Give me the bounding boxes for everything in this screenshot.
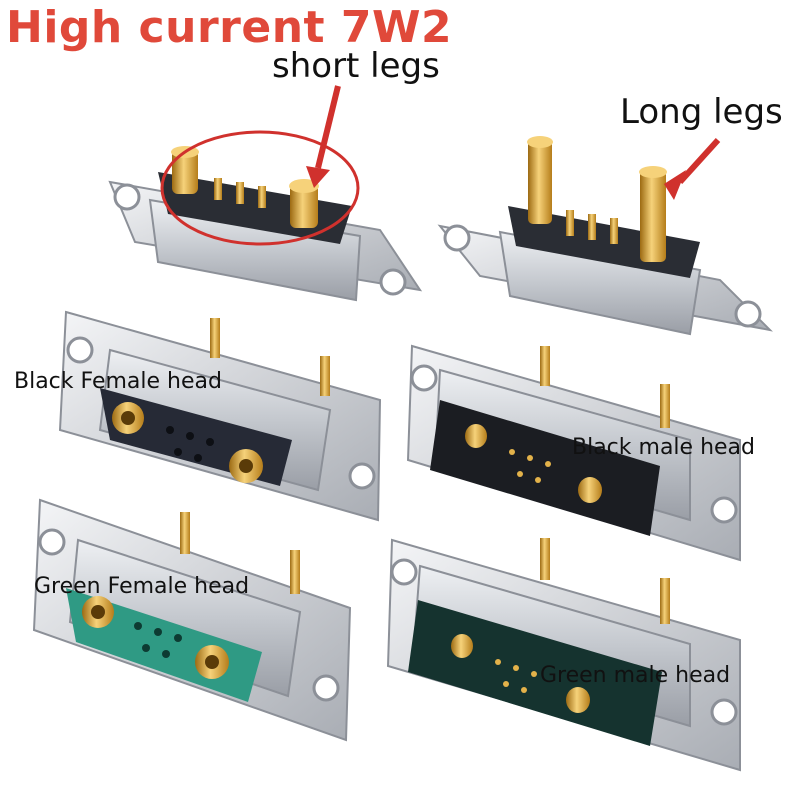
long-legs-label: Long legs: [620, 92, 783, 132]
short-legs-callout-circle: [160, 130, 360, 246]
black-male-label: Black male head: [572, 435, 755, 460]
connector-black-male: [406, 344, 741, 562]
connector-long-legs: [437, 136, 773, 336]
short-legs-label: short legs: [272, 46, 440, 86]
green-male-label: Green male head: [540, 663, 731, 688]
long-legs-arrow: [664, 137, 721, 200]
black-female-label: Black Female head: [14, 369, 222, 394]
connector-short-legs: [108, 146, 423, 302]
connector-black-female: [58, 310, 382, 522]
short-legs-arrow: [306, 85, 341, 188]
page-title: High current 7W2: [6, 2, 453, 53]
connector-green-female: [32, 498, 352, 742]
connector-green-male: [386, 538, 741, 772]
green-female-label: Green Female head: [34, 574, 250, 599]
